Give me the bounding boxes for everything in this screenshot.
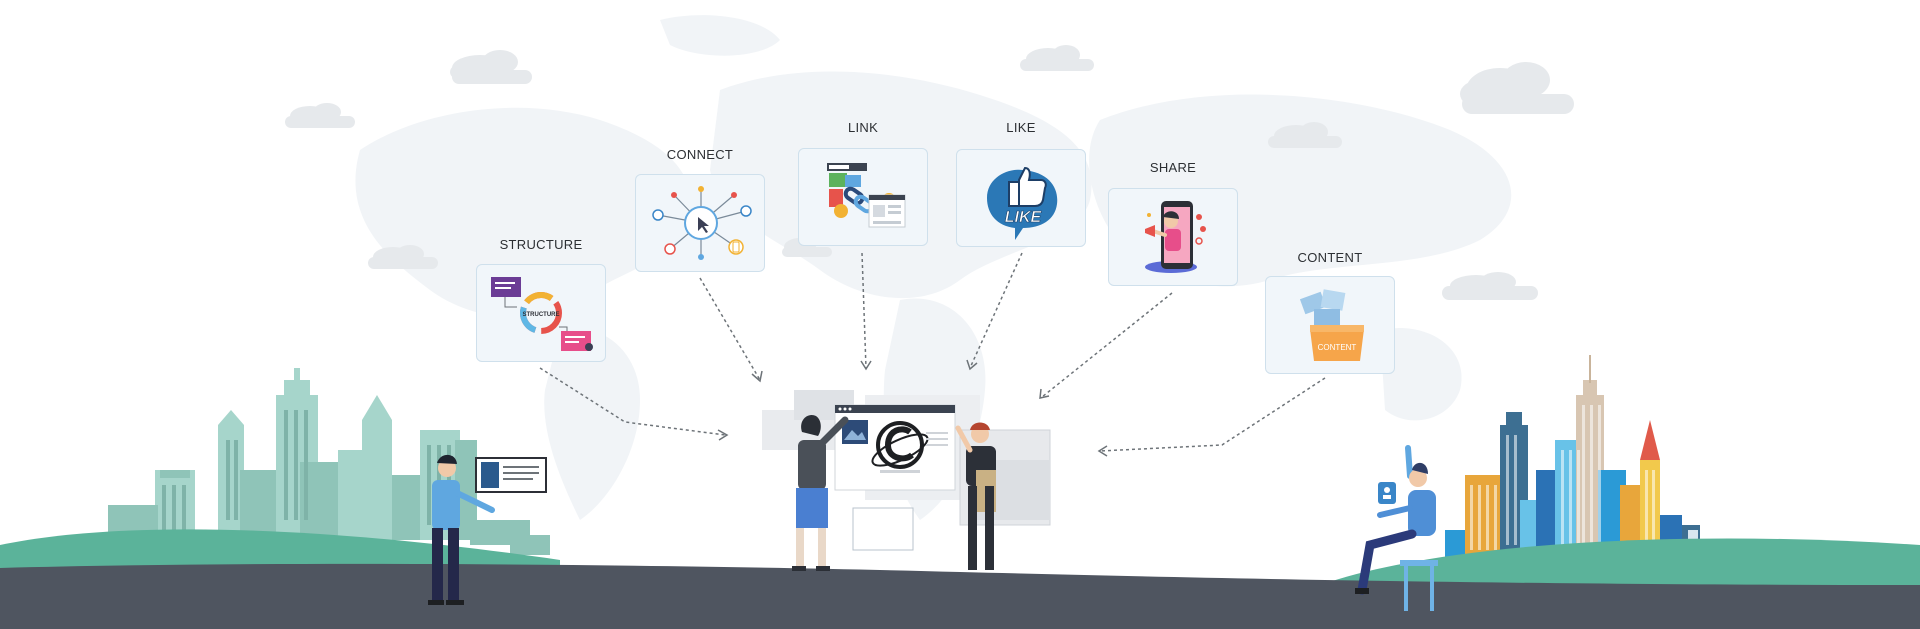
step-card-structure: STRUCTURE xyxy=(476,264,606,362)
right-city-skyline xyxy=(1445,355,1700,560)
network-connect-icon xyxy=(652,186,752,260)
cloud xyxy=(1268,122,1342,148)
connector-arrows xyxy=(539,252,1326,452)
chain-link-icon xyxy=(827,163,906,228)
thumbs-up-like-icon: LIKE xyxy=(987,166,1058,240)
cloud xyxy=(368,245,438,269)
content-box-icon: CONTENT xyxy=(1299,289,1364,361)
step-card-like: LIKE xyxy=(956,149,1086,247)
person-reaching-window xyxy=(792,414,849,571)
step-label-share: SHARE xyxy=(1149,160,1197,175)
cloud xyxy=(1442,272,1538,300)
cloud xyxy=(450,50,532,84)
person-right-seated xyxy=(1355,445,1438,611)
person-left-presenting xyxy=(428,454,547,605)
connector-arrowheads xyxy=(717,359,1108,457)
step-label-connect: CONNECT xyxy=(666,147,734,162)
step-card-content: CONTENT xyxy=(1265,276,1395,374)
ground-road xyxy=(0,563,1920,629)
person-pointing-screen xyxy=(955,422,996,570)
right-city-windows xyxy=(1470,405,1655,550)
step-card-connect xyxy=(635,174,765,272)
structure-card-text: STRUCTURE xyxy=(523,312,560,318)
like-card-text: LIKE xyxy=(1005,209,1043,226)
step-card-link xyxy=(798,148,928,246)
clouds xyxy=(285,45,1574,300)
step-label-content: CONTENT xyxy=(1297,250,1363,265)
structure-cycle-icon: STRUCTURE xyxy=(491,277,593,351)
step-card-share xyxy=(1108,188,1238,286)
step-label-like: LIKE xyxy=(1006,120,1036,135)
phone-share-icon xyxy=(1145,201,1206,273)
cloud xyxy=(1020,45,1094,71)
cloud xyxy=(285,103,355,128)
cloud xyxy=(1460,62,1574,114)
step-label-structure: STRUCTURE xyxy=(499,237,583,252)
step-label-link: LINK xyxy=(847,120,879,135)
content-card-text: CONTENT xyxy=(1318,343,1357,352)
